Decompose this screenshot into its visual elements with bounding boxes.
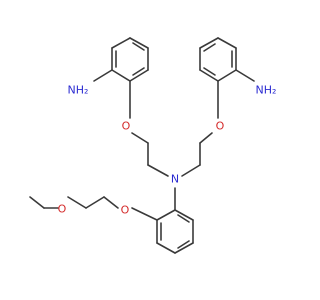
oxygen-label-left: O	[122, 120, 131, 133]
double-bond	[177, 240, 190, 249]
bond	[217, 37, 237, 49]
structure-diagram: NH₂ NH₂ O O N O O	[29, 37, 277, 254]
bond	[103, 196, 119, 209]
bond	[156, 242, 176, 254]
bond-methyl	[29, 196, 45, 209]
double-bond	[177, 214, 190, 223]
bond	[174, 242, 194, 254]
left-aminophenyl-ring	[111, 37, 149, 82]
bond	[217, 69, 237, 82]
bond	[174, 209, 194, 221]
bond	[129, 37, 149, 49]
oxygen-label-right: O	[216, 120, 225, 133]
bond	[199, 37, 219, 49]
bond-to-oxygen	[131, 207, 158, 221]
double-bond	[132, 42, 145, 51]
bond	[111, 69, 131, 82]
bond	[156, 209, 176, 221]
right-aminophenyl-ring	[199, 37, 237, 82]
bottom-phenyl-ring	[156, 187, 194, 254]
bond	[129, 69, 149, 82]
oxygen-label-lower: O	[121, 204, 130, 217]
oxygen-label-methoxy: O	[58, 203, 67, 216]
molecule-canvas: NH₂ NH₂ O O N O O	[29, 37, 277, 254]
bond	[131, 132, 149, 144]
bond-to-amine	[235, 69, 255, 82]
atom-labels: NH₂ NH₂ O O N O O	[58, 84, 277, 217]
bond	[111, 37, 131, 49]
double-bond	[203, 67, 216, 76]
amine-label-right: NH₂	[256, 84, 277, 97]
nitrogen-label-center: N	[171, 173, 179, 186]
bond	[85, 196, 105, 209]
bond	[199, 132, 213, 144]
bond-to-nitrogen	[147, 164, 169, 177]
double-bond	[203, 43, 216, 52]
bond-to-amine	[93, 69, 113, 82]
bond	[199, 69, 219, 82]
bond-to-nitrogen	[181, 164, 201, 177]
bond	[67, 196, 87, 209]
amine-label-left: NH₂	[68, 84, 89, 97]
double-bond	[132, 67, 145, 76]
